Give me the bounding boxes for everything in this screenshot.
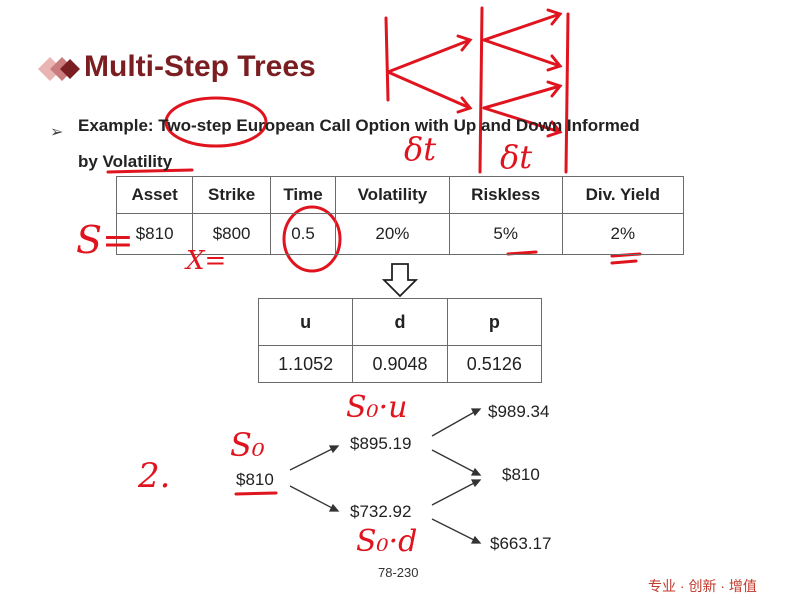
value-time: 0.5 [269,213,337,255]
bullet-text-line-1: Example: Two-step European Call Option w… [78,116,640,135]
value-u: 1.1052 [257,345,354,383]
bullet-arrow-icon: ➢ [50,124,64,141]
value-div-yield: 2% [561,213,685,255]
tree-branches [289,408,482,544]
value-d: 0.9048 [352,345,448,383]
header-asset: Asset [115,176,194,214]
header-riskless: Riskless [448,176,563,214]
tree-node-root: $810 [236,470,274,489]
down-arrow-icon [381,263,419,298]
table-header-row: Asset Strike Time Volatility Riskless Di… [115,176,685,214]
annotation-s0-d: S₀·d [356,524,418,559]
tree-parameters-table: u d p 1.1052 0.9048 0.5126 [257,298,543,383]
option-inputs-table: Asset Strike Time Volatility Riskless Di… [115,176,685,255]
header-strike: Strike [192,176,271,214]
value-asset: $810 [115,213,194,255]
table-header-row: u d p [257,298,543,346]
page-number: 78-230 [378,565,419,580]
tree-node-down: $732.92 [350,502,412,521]
slide-title: Multi-Step Trees [84,50,316,83]
annotation-s-equals: S= [76,218,134,262]
header-p: p [446,298,543,346]
table-row: $810 $800 0.5 20% 5% 2% [115,213,685,255]
tree-node-upup: $989.34 [488,402,550,421]
tree-node-downdown: $663.17 [490,534,552,553]
annotation-delta-t-2: δt [500,138,533,176]
tree-node-up: $895.19 [350,434,412,453]
header-volatility: Volatility [335,176,450,214]
header-d: d [352,298,448,346]
table-row: 1.1052 0.9048 0.5126 [257,345,543,383]
annotation-delta-t-1: δt [404,130,437,168]
header-time: Time [269,176,337,214]
annotation-s0: S₀ [230,426,265,464]
value-strike: $800 [192,213,271,255]
annotation-s0-u: S₀·u [346,390,408,425]
header-div-yield: Div. Yield [561,176,685,214]
header-u: u [257,298,354,346]
annotation-step-two: 2. [138,456,171,496]
bullet-text-line-2: by Volatility [78,152,173,171]
value-p: 0.5126 [446,345,543,383]
value-volatility: 20% [335,213,450,255]
title-diamond-icon [38,57,80,81]
value-riskless: 5% [448,213,563,255]
tree-node-updown: $810 [502,465,540,484]
watermark-text: 专业 · 创新 · 增值 [648,578,757,594]
annotation-x-equals: X= [186,246,227,276]
